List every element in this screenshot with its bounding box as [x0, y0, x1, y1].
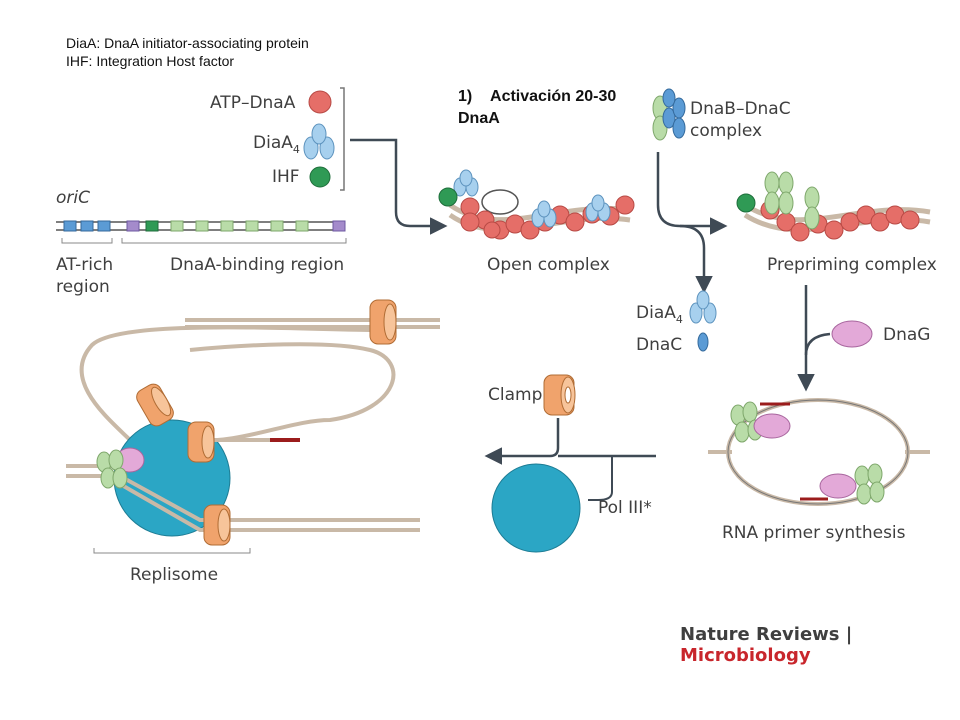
dnac-icon [697, 332, 709, 352]
dnab-dnac-icon [652, 88, 686, 141]
label-dnab-dnac-2: complex [690, 121, 762, 141]
label-replisome: Replisome [130, 565, 218, 585]
legend-atp-dnaa: ATP–DnaA [210, 93, 296, 113]
oric-dna [56, 220, 347, 244]
label-prepriming: Prepriming complex [767, 255, 937, 275]
label-open-complex: Open complex [487, 255, 610, 275]
dnaa-icon [308, 90, 332, 114]
abbreviation-ihf: IHF: Integration Host factor [66, 53, 235, 69]
credit-journal: Nature Reviews [680, 624, 840, 645]
arrow-release-diaa [679, 224, 713, 294]
pol3-icon [491, 463, 581, 553]
label-dnaa-binding: DnaA-binding region [170, 255, 344, 275]
label-rna-primer: RNA primer synthesis [722, 523, 906, 543]
credit-separator: | [839, 624, 853, 645]
label-pol3: Pol III* [598, 498, 652, 518]
label-dnag: DnaG [883, 325, 930, 345]
step-number: 1) [458, 88, 473, 105]
diaa-tetramer-icon [303, 123, 335, 160]
label-at-rich-1: AT-rich [56, 255, 113, 275]
step-heading: 1) Activación 20-30 DnaA [458, 86, 616, 130]
label-dnac-released: DnaC [636, 335, 682, 355]
label-at-rich-2: region [56, 277, 110, 297]
legend-ihf: IHF [272, 167, 300, 187]
credit-section: Microbiology [680, 645, 811, 666]
abbreviation-diaa: DiaA: DnaA initiator-associating protein [66, 35, 309, 51]
label-diaa4-released: DiaA4 [636, 303, 683, 326]
replisome [66, 299, 440, 554]
legend: ATP–DnaA DiaA4 IHF [210, 87, 345, 191]
step-subtitle: DnaA [458, 110, 500, 127]
prepriming-complex [736, 171, 931, 242]
arrow-to-replisome [484, 418, 560, 465]
clamp-icon [543, 374, 576, 416]
rna-primer-bubble [708, 398, 930, 506]
arrow-to-open-complex [350, 138, 448, 235]
arrow-to-prepriming [656, 152, 728, 235]
label-oric: oriC [56, 188, 90, 208]
open-complex [438, 169, 635, 240]
journal-credit: Nature Reviews | Microbiology [680, 624, 960, 666]
dnag-icon [831, 320, 873, 348]
ihf-icon [309, 166, 331, 188]
label-dnab-dnac-1: DnaB–DnaC [690, 99, 791, 119]
legend-diaa: DiaA4 [253, 133, 300, 156]
label-clamp: Clamp [488, 385, 542, 405]
step-title: Activación 20-30 [490, 88, 617, 105]
diaa-released-icon [689, 290, 717, 324]
